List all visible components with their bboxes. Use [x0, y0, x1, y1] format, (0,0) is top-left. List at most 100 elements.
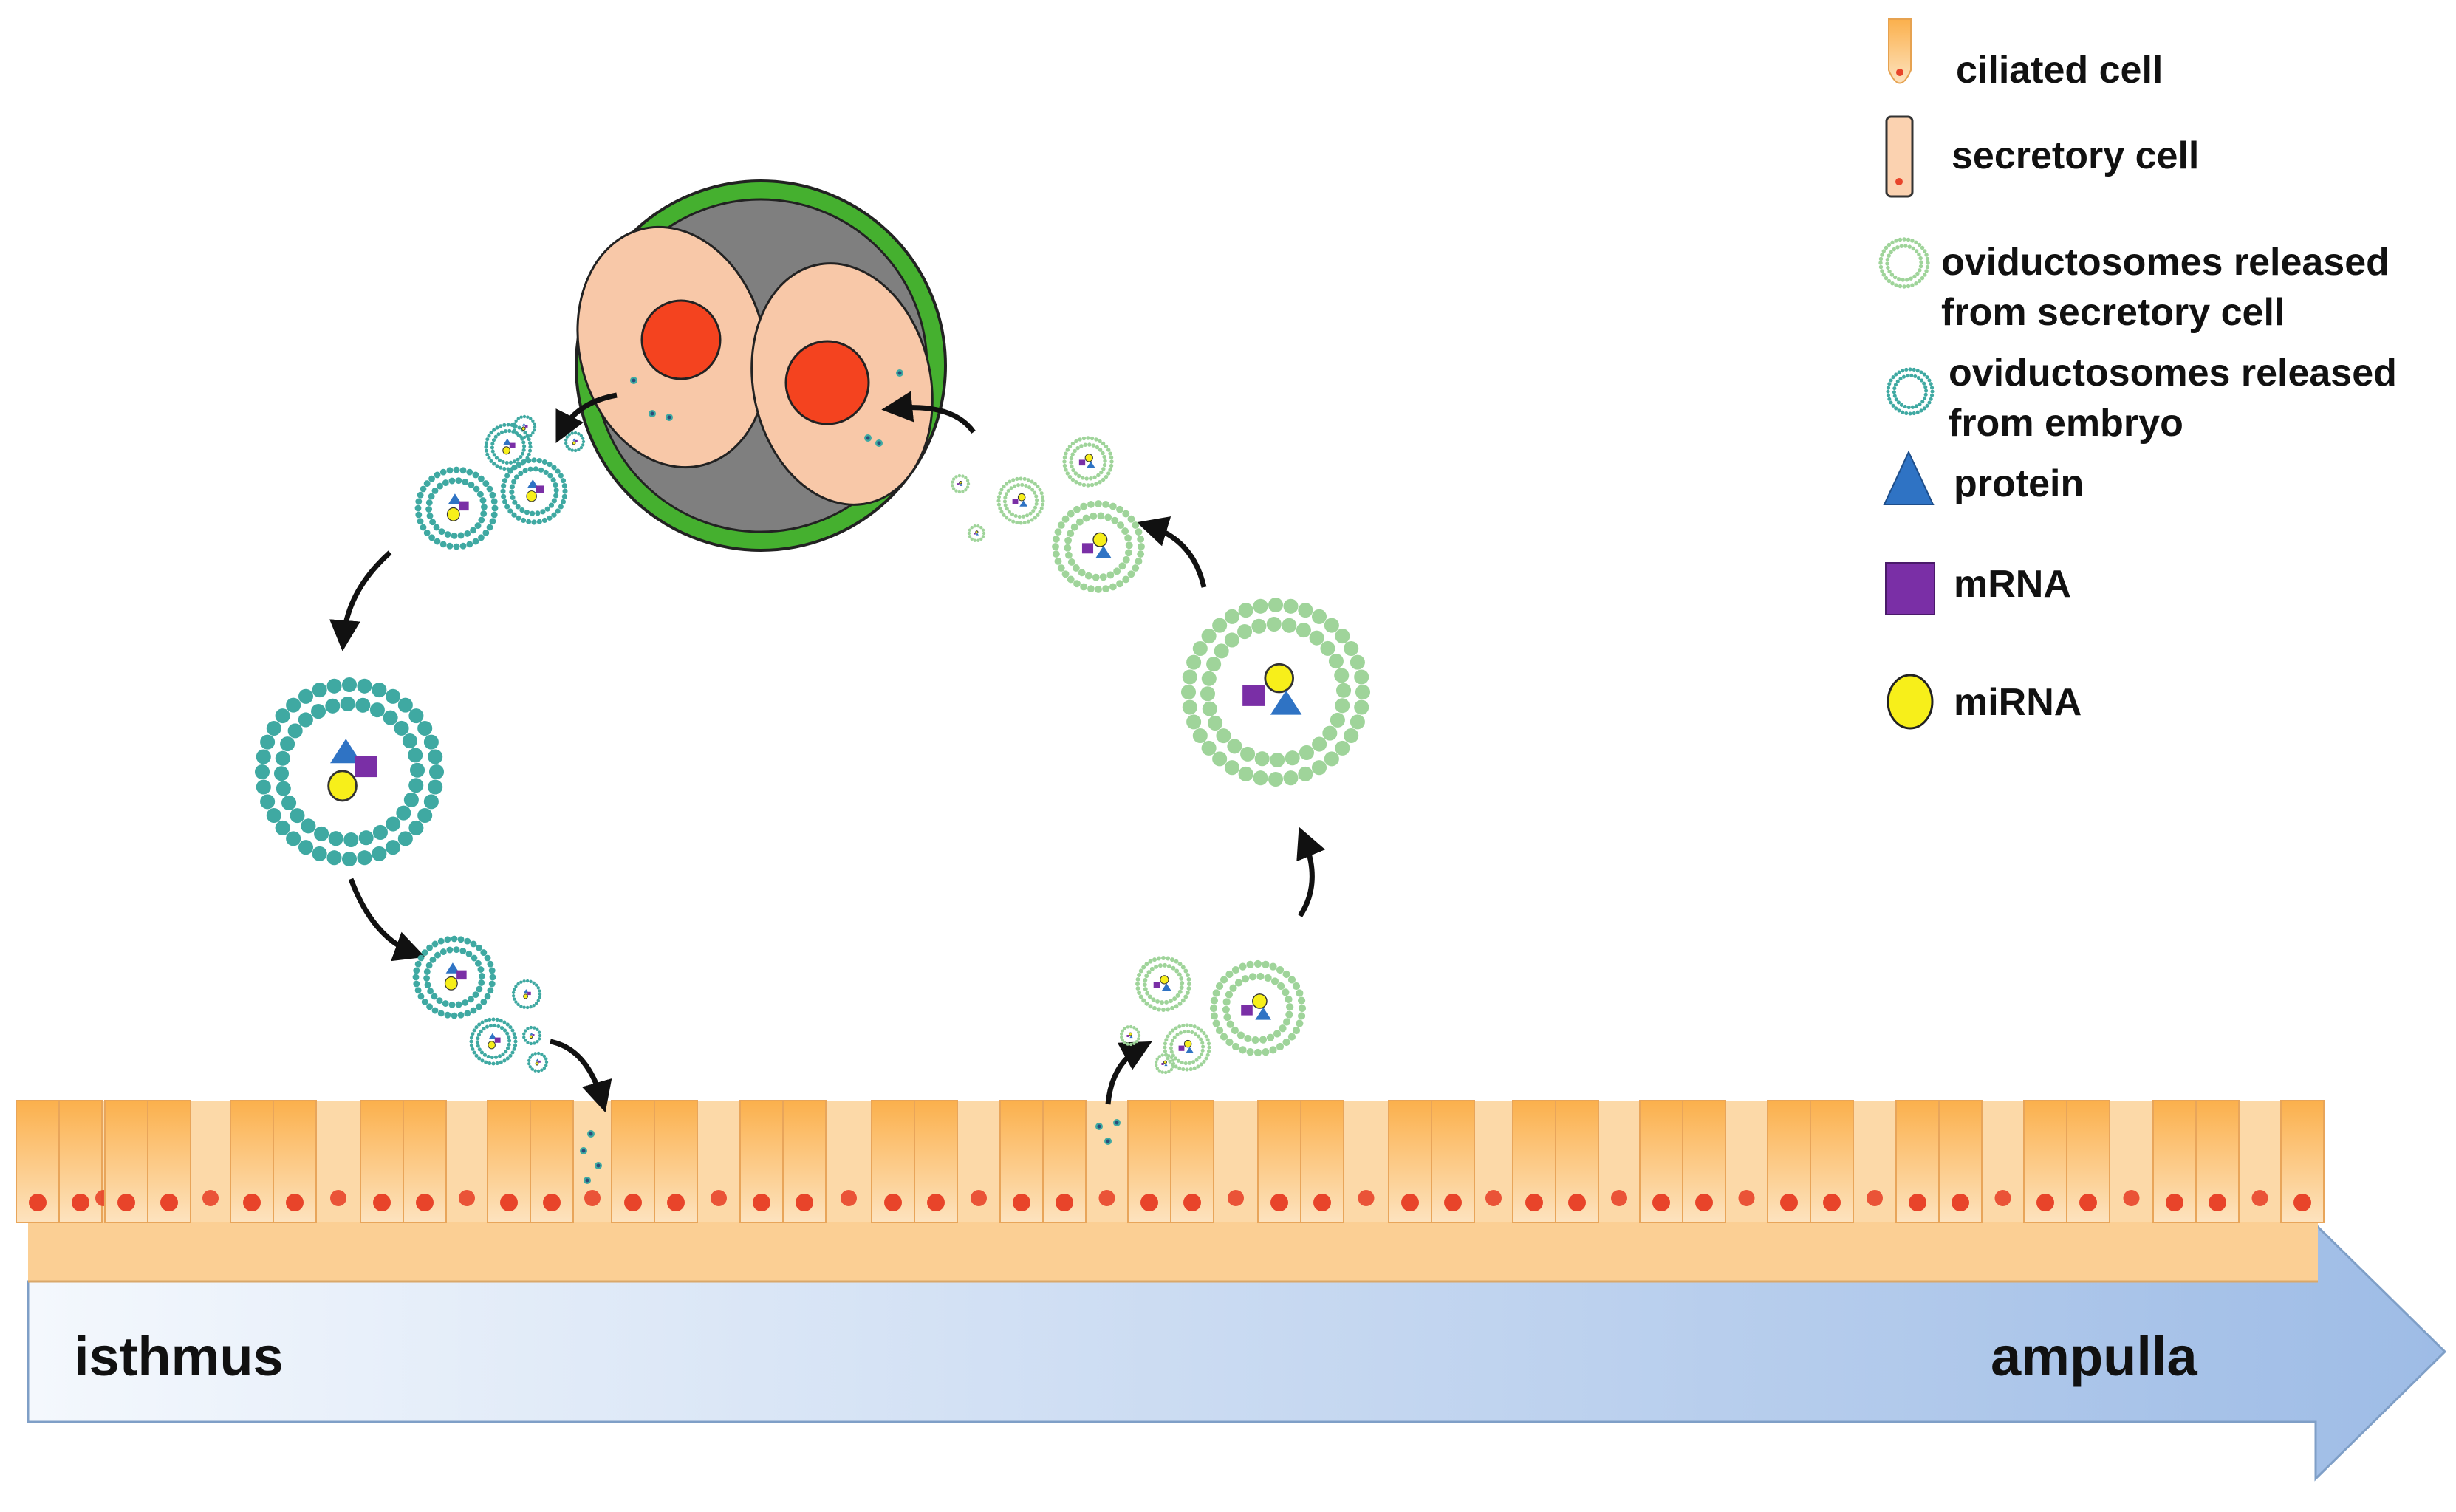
ciliated-cell: [1512, 1100, 1556, 1223]
protein-cargo: [1164, 1063, 1168, 1067]
mrna-cargo: [1153, 982, 1160, 988]
secretory-cell: [1867, 1190, 1883, 1206]
protein-cargo: [960, 483, 963, 486]
mrna-cargo: [1081, 543, 1094, 554]
protein-cargo: [1270, 690, 1302, 715]
vesicle-embryo-tiny: [564, 431, 586, 453]
secretory-cell: [2123, 1190, 2140, 1206]
protein-cargo: [1087, 461, 1095, 468]
protein-cargo: [503, 438, 512, 445]
ciliated-cell: [16, 1100, 60, 1223]
ciliated-cell: [403, 1100, 447, 1223]
legend-oviductosome-secretory-label-1: oviductosomes released: [1941, 241, 2390, 284]
ciliated-cell: [1431, 1100, 1475, 1223]
mrna-cargo: [509, 442, 516, 448]
arrow-up-right: [1296, 827, 1326, 917]
secretory-cell: [584, 1190, 601, 1206]
protein-cargo: [1255, 1007, 1271, 1020]
mirna-cargo: [1092, 532, 1108, 547]
vesicle-embryo-large: [254, 677, 445, 867]
ciliated-cell: [1895, 1100, 1940, 1223]
micro-vesicle: [875, 439, 883, 447]
mirna-cargo: [502, 446, 510, 455]
legend-secretory-cell-label: secretory cell: [1952, 134, 2199, 177]
ciliated-cell: [999, 1100, 1044, 1223]
ciliated-cell: [1257, 1100, 1301, 1223]
micro-vesicle: [896, 369, 903, 377]
mirna-cargo: [529, 1035, 533, 1039]
vesicle-secretory-small: [996, 476, 1045, 525]
ciliated-cell: [871, 1100, 915, 1223]
ciliated-cell: [58, 1100, 103, 1223]
legend-mirna-icon: [1887, 674, 1934, 730]
mrna-cargo: [974, 533, 976, 535]
legend-secretory-cell-icon: [1885, 115, 1914, 198]
mirna-cargo: [572, 441, 576, 445]
mirna-cargo: [1264, 663, 1295, 694]
mrna-cargo: [524, 425, 528, 428]
vesicle-secretory-medium: [1209, 959, 1307, 1057]
vesicle-embryo-medium: [412, 935, 496, 1019]
legend-vesicle-secretory: [1878, 237, 1930, 289]
legend-oviductosome-secretory-icon: [1878, 237, 1930, 289]
mirna-cargo: [535, 1061, 539, 1066]
mirna-cargo: [446, 507, 460, 521]
legend-oviductosome-embryo-icon: [1886, 367, 1935, 416]
vesicle-secretory-tiny: [951, 473, 971, 494]
mrna-cargo: [1161, 1063, 1164, 1065]
mrna-cargo: [456, 970, 467, 980]
mirna-cargo: [526, 490, 537, 502]
mirna-cargo: [1183, 1039, 1192, 1048]
mirna-cargo: [1252, 993, 1268, 1009]
ciliated-cell: [2195, 1100, 2240, 1223]
arrow-to-small-left: [348, 878, 425, 962]
secretory-cell: [1994, 1190, 2011, 1206]
mirna-cargo: [327, 770, 358, 802]
secretory-cell: [1098, 1190, 1115, 1206]
secretory-cell: [330, 1190, 346, 1206]
mirna-cargo: [521, 426, 526, 431]
secretory-cell: [459, 1190, 475, 1206]
vesicle-embryo-small: [469, 1017, 518, 1066]
cycle-arrows: [329, 391, 1326, 1113]
protein-cargo: [521, 423, 526, 426]
ciliated-cell: [1555, 1100, 1599, 1223]
protein-cargo: [330, 739, 362, 764]
mrna-cargo: [575, 439, 578, 442]
nucleus-right: [784, 340, 870, 425]
protein-cargo: [527, 479, 538, 488]
ciliated-cell: [1639, 1100, 1683, 1223]
vesicle-secretory-small: [1062, 436, 1114, 488]
mirna-cargo: [1160, 975, 1169, 985]
protein-cargo: [1161, 983, 1171, 991]
ciliated-cell: [2066, 1100, 2110, 1223]
ciliated-cell: [739, 1100, 784, 1223]
protein-cargo: [488, 1033, 497, 1039]
micro-vesicle: [584, 1177, 591, 1184]
legend: ciliated cell secretory cell oviductosom…: [1878, 18, 2397, 730]
vesicle-embryo-medium: [500, 457, 568, 525]
legend-ciliated-cell-label: ciliated cell: [1956, 49, 2163, 92]
micro-vesicle: [1104, 1138, 1112, 1145]
ciliated-cell: [1042, 1100, 1087, 1223]
ciliated-cell: [230, 1100, 274, 1223]
vesicle-secretory-tiny: [1120, 1024, 1141, 1047]
isthmus-label: isthmus: [74, 1326, 284, 1387]
vesicle-secretory-medium: [1052, 500, 1145, 593]
mirna-cargo: [1017, 493, 1026, 502]
mirna-cargo: [444, 976, 458, 991]
secretory-cell: [1611, 1190, 1627, 1206]
arrow-embryo-uptake: [881, 391, 976, 434]
legend-mrna-icon: [1885, 562, 1935, 615]
protein-cargo: [530, 1032, 533, 1035]
secretory-cell: [711, 1190, 727, 1206]
arrow-release-right: [1105, 1041, 1152, 1105]
ciliated-cell: [1170, 1100, 1214, 1223]
secretory-cell: [2251, 1190, 2268, 1206]
secretory-cell: [1228, 1190, 1244, 1206]
mrna-cargo: [536, 485, 544, 493]
mrna-cargo: [532, 1034, 535, 1036]
ciliated-cell: [530, 1100, 574, 1223]
micro-vesicle: [1095, 1123, 1103, 1130]
